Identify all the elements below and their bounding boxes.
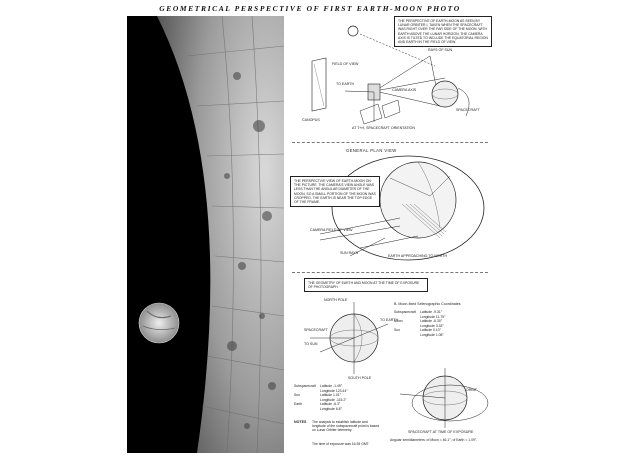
- table-row: Longitude 3.33°: [420, 323, 444, 328]
- table-row: Longitude -115.2°: [320, 397, 347, 402]
- page-title: GEOMETRICAL PERSPECTIVE OF FIRST EARTH-M…: [159, 4, 461, 13]
- geo-to-earth-label: TO EARTH: [380, 318, 399, 322]
- geo-spacecraft-label: SPACECRAFT: [304, 328, 328, 332]
- spacecraft-label: SPACECRAFT: [456, 108, 480, 112]
- note-2: The time of exposure was 16:35 GMT.: [312, 442, 370, 446]
- south-pole-label: SOUTH POLE: [348, 376, 372, 380]
- table-row: Longitude 1.08°: [420, 332, 444, 337]
- earth-approaching-label: EARTH APPROACHING TO NORTH: [388, 254, 448, 258]
- selenographic-title: B. Moon-fixed Selenographic Coordinates: [394, 302, 461, 306]
- geometry-panel: THE GEOMETRY OF EARTH AND MOON AT THE TI…: [290, 278, 490, 453]
- geometry-header: THE GEOMETRY OF EARTH AND MOON AT THE TI…: [304, 278, 428, 293]
- table-row: Longitude 11.75°: [420, 314, 446, 319]
- divider: [292, 272, 488, 273]
- to-earth-label: TO EARTH: [336, 82, 355, 86]
- divider: [292, 142, 488, 143]
- orientation-note: THE PERSPECTIVE OF EARTH-MOON AS SEEN BY…: [394, 16, 492, 48]
- plan-view-note: THE PERSPECTIVE VIEW OF EARTH-MOON ON TH…: [290, 176, 380, 208]
- field-of-view-label: FIELD OF VIEW: [332, 62, 359, 66]
- notes-label: NOTES: [294, 420, 307, 424]
- plan-view-header: GENERAL PLAN VIEW: [346, 148, 397, 153]
- canopus-label: CANOPUS: [302, 118, 320, 122]
- moon-earth-photograph: [127, 16, 284, 453]
- camera-axis-label: CAMERA AXIS: [392, 88, 417, 92]
- note-1: The analysis to establish latitude and l…: [312, 420, 380, 432]
- spacecraft-orientation-label: AT T+H, SPACECRAFT ORIENTATION: [352, 126, 415, 130]
- plan-view-panel: GENERAL PLAN VIEW THE PERSPECTIVE VIEW O…: [290, 148, 490, 268]
- orbit-label: ORBIT: [466, 388, 477, 392]
- note-3: Angular semidiameters: of Moon = 46.1°; …: [390, 438, 478, 442]
- table-row: Longitude 6.8°: [320, 406, 342, 411]
- spacecraft-orbit-label: SPACECRAFT AT TIME OF EXPOSURE: [408, 430, 474, 434]
- plan-sun-rays-label: SUN RAYS: [340, 251, 359, 255]
- camera-field-label: CAMERA FIELD OF VIEW: [310, 228, 353, 232]
- table-row: Longitude 123.44°: [320, 388, 348, 393]
- north-pole-label: NORTH POLE: [324, 298, 348, 302]
- to-sun-label: TO SUN: [304, 342, 318, 346]
- sun-rays-label: RAYS OF SUN: [428, 48, 453, 52]
- spacecraft-orientation-panel: THE PERSPECTIVE OF EARTH-MOON AS SEEN BY…: [290, 16, 492, 138]
